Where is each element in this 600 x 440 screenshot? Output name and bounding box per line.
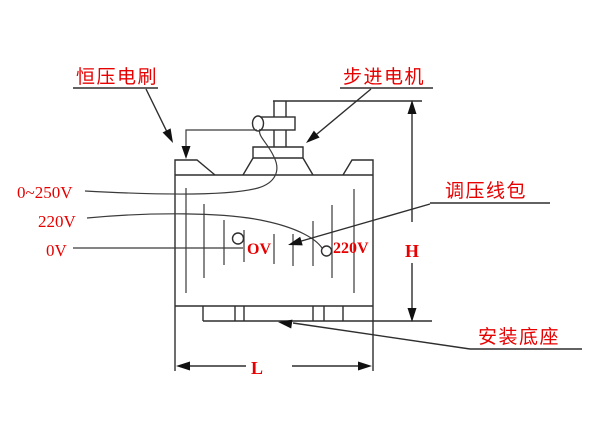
terminal-label-0v: 0V [46, 241, 68, 260]
tap-terminal-0v [231, 232, 245, 245]
body-right-edge-and-right-bump [342, 159, 374, 306]
brush-callout-arrowhead [162, 128, 173, 143]
coil-callout-arrowhead [288, 236, 303, 246]
wire-0-250v-to-brush [84, 128, 278, 195]
terminal-label-0-250v: 0~250V [17, 183, 73, 202]
l-arrowhead-right [358, 361, 372, 371]
device-body [174, 159, 374, 307]
labels: 恒压电刷 步进电机 调压线包 安装底座 0~250V 220V 0V OV 22… [17, 66, 560, 348]
motor-to-brush-link [185, 129, 257, 149]
motor-end-cap [251, 115, 265, 132]
stepper-callout-arrowhead [306, 130, 320, 143]
coil-windings [185, 188, 355, 293]
base-callout-leader [292, 322, 471, 350]
l-dimension: L [174, 306, 374, 378]
coil-callout-leader [297, 203, 431, 243]
wires [73, 128, 323, 249]
dimension-label-h: H [405, 241, 419, 261]
base-callout-arrowhead [278, 319, 293, 329]
h-arrowhead-up [407, 100, 417, 114]
mounting-base [202, 306, 432, 322]
body-left-edge-and-brush-bump [174, 159, 216, 306]
stepper-motor-assembly [242, 101, 314, 176]
callout-label-stepper-motor: 步进电机 [343, 66, 425, 88]
callout-label-brush: 恒压电刷 [76, 66, 158, 88]
l-arrowhead-left [176, 361, 190, 371]
terminal-label-220v: 220V [38, 212, 77, 231]
h-dimension: H [273, 100, 422, 322]
tap-terminal-220v [320, 245, 333, 257]
callout-label-mounting-base: 安装底座 [478, 326, 560, 348]
h-arrowhead-down [407, 308, 417, 322]
motor-mount-trapezoid [242, 146, 314, 176]
tap-label-0v: OV [247, 241, 271, 258]
callout-leaders [73, 87, 582, 350]
tap-label-220v: 220V [333, 240, 369, 257]
wire-220v-to-tap [86, 213, 323, 249]
brush-position-arrowhead [181, 146, 191, 159]
stepper-callout-leader [310, 88, 372, 140]
callout-label-coil: 调压线包 [445, 180, 527, 202]
dimension-label-l: L [251, 358, 263, 378]
brush-callout-leader [145, 88, 170, 137]
